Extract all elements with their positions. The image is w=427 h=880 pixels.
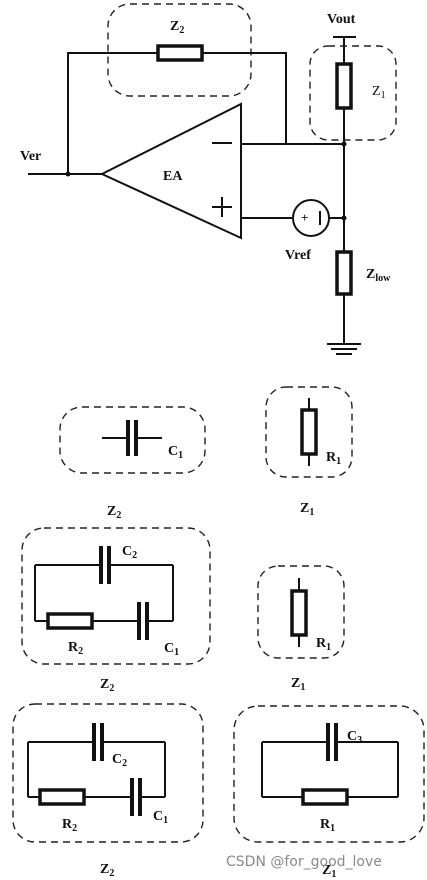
v1-z1-box (265, 386, 353, 478)
v3-r2-label: R2 (62, 817, 77, 834)
junction-dot (341, 141, 347, 147)
junction-dot (65, 171, 71, 177)
v1-z1-caption: Z1 (300, 501, 314, 518)
junction-dot (341, 215, 347, 221)
zlow-resistor (335, 250, 353, 296)
v2-z1-box (257, 565, 345, 659)
v1-r1-label: R1 (326, 450, 341, 467)
main-circuit: Z2 Ver EA Vout Z1 + Vref Zlow (20, 3, 397, 355)
vout-label: Vout (327, 12, 356, 27)
v3-z1-box (233, 705, 425, 843)
v2-r1-resistor (290, 589, 308, 637)
z2-resistor (156, 44, 204, 62)
ver-label: Ver (20, 149, 41, 164)
v3-r2-resistor (38, 788, 86, 806)
ea-opamp (99, 102, 242, 240)
vref-label: Vref (285, 248, 311, 263)
v3-c3-label: C3 (347, 729, 362, 746)
watermark: CSDN @for_good_love (226, 854, 382, 870)
v2-r2-label: R2 (68, 640, 83, 657)
z2-group-box (107, 3, 252, 97)
v2-r2-resistor (46, 612, 94, 630)
vref-plus-sign: + (301, 210, 308, 225)
v2-z2-caption: Z2 (100, 677, 114, 694)
variant-2: C2 R2 C1 R1 Z2 Z1 (21, 527, 345, 694)
vref-source (292, 199, 330, 237)
z1-label: Z1 (372, 84, 386, 101)
variant-1: C1 R1 Z2 Z1 (59, 386, 353, 521)
v3-r1-resistor (301, 788, 349, 806)
z1-group-box (309, 45, 397, 141)
z2-label: Z2 (170, 19, 184, 36)
zlow-label: Zlow (366, 267, 391, 284)
v3-r1-label: R1 (320, 817, 335, 834)
v3-c1-label: C1 (153, 809, 168, 826)
v1-z2-caption: Z2 (107, 504, 121, 521)
v2-z1-caption: Z1 (291, 676, 305, 693)
v1-c1-label: C1 (168, 444, 183, 461)
v2-r1-label: R1 (316, 636, 331, 653)
feedback-wire-left (67, 52, 158, 174)
z1-resistor (335, 62, 353, 110)
v1-z2-box (59, 406, 206, 474)
v2-z2-box (21, 527, 211, 665)
v2-c1-label: C1 (164, 641, 179, 658)
v1-r1-resistor (300, 408, 318, 456)
variant-3: C2 R2 C1 C3 R1 Z2 Z1 (12, 703, 425, 880)
v3-z1-caption: Z1 (322, 863, 336, 880)
v3-c2-label: C2 (112, 752, 127, 769)
ea-label: EA (163, 169, 183, 184)
v3-z2-caption: Z2 (100, 862, 114, 879)
v3-z2-box (12, 703, 204, 843)
v2-c2-label: C2 (122, 544, 137, 561)
feedback-wire-right (202, 52, 287, 144)
